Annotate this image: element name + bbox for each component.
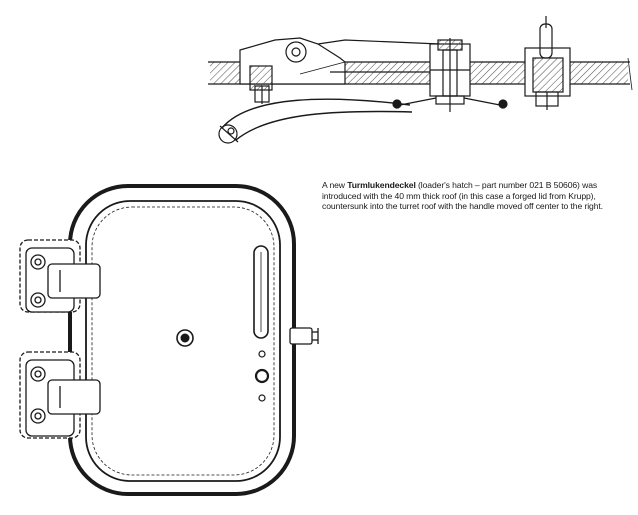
vision-slot — [253, 245, 269, 339]
center-bolt — [176, 329, 194, 347]
upper-hinge — [19, 239, 101, 313]
drawing-caption: A new Turmlukendeckel (loader's hatch – … — [322, 180, 634, 212]
caption-rest: (loader's hatch – part number 021 B 5060… — [322, 180, 603, 212]
latch-tab — [289, 327, 319, 345]
center-lock-section — [392, 38, 508, 112]
hatch-plan-view — [19, 184, 319, 496]
lid-swing-arc — [218, 98, 413, 144]
caption-intro: A new — [322, 180, 348, 190]
hatch-section-view — [208, 16, 633, 144]
hinge-section — [239, 37, 441, 104]
small-hole-top — [258, 350, 266, 358]
periscope-handle-section — [524, 16, 571, 110]
lower-hinge — [19, 351, 101, 439]
small-hole-bottom — [258, 394, 266, 402]
hatch-lid-inner-rim — [85, 200, 281, 482]
caption-term: Turmlukendeckel — [347, 180, 416, 190]
handle-bolt — [254, 368, 270, 384]
